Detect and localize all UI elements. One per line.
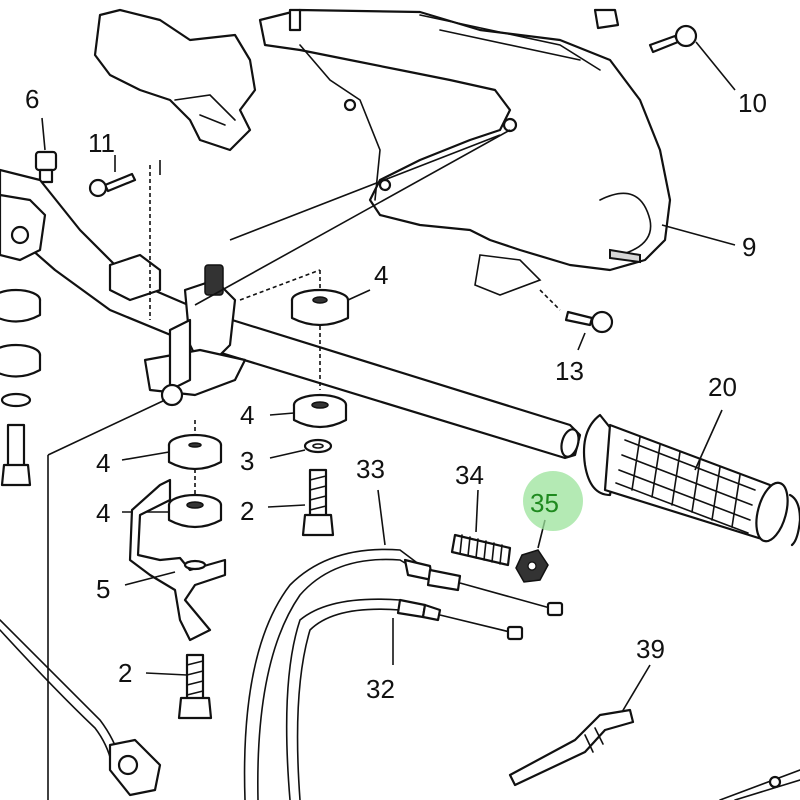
label-part-34: 34	[455, 460, 484, 490]
spring-part-34	[450, 489, 512, 567]
label-part-35: 35	[530, 488, 559, 518]
assembly-leader-lines	[47, 129, 511, 800]
grip-part-20	[582, 409, 800, 547]
upper-bracket-part	[93, 8, 257, 152]
label-part-9: 9	[742, 232, 756, 262]
label-part-4-left-lower: 4	[96, 498, 110, 528]
handle-housing-part-9	[258, 8, 672, 296]
throttle-cables	[243, 489, 564, 800]
label-part-2-center: 2	[240, 496, 254, 526]
grip-texture	[615, 436, 756, 534]
damper-part-4-left	[121, 433, 223, 471]
handlebar	[0, 168, 582, 460]
highlight-marker	[523, 471, 583, 531]
label-part-39: 39	[636, 634, 665, 664]
label-part-4-left: 4	[96, 448, 110, 478]
strap-part-39	[508, 664, 651, 787]
dashed-guides	[149, 165, 561, 500]
left-cable	[0, 619, 162, 797]
bar-clamp-assembly	[108, 253, 247, 407]
screw-part-10	[648, 24, 736, 91]
label-part-3: 3	[240, 446, 254, 476]
bottom-right-fragment	[719, 769, 800, 800]
label-part-13: 13	[555, 356, 584, 386]
bolt-part-2-lower	[145, 653, 213, 720]
washer-part-3	[269, 438, 333, 459]
label-part-4-top: 4	[374, 260, 388, 290]
label-part-5: 5	[96, 574, 110, 604]
label-part-2-lower: 2	[118, 658, 132, 688]
damper-part-4-mid	[269, 393, 348, 429]
label-part-33: 33	[356, 454, 385, 484]
screw-part-13	[564, 310, 614, 351]
label-part-20: 20	[708, 372, 737, 402]
label-part-11: 11	[88, 128, 115, 158]
label-part-10: 10	[738, 88, 767, 118]
label-part-32: 32	[366, 674, 395, 704]
label-leaders	[159, 160, 736, 246]
left-damper-stack	[0, 288, 42, 487]
label-part-6: 6	[25, 84, 39, 114]
cap-part-6	[34, 117, 58, 184]
damper-part-4-left-lower	[122, 493, 223, 529]
screw-part-11	[88, 155, 137, 198]
label-part-4-mid: 4	[240, 400, 254, 430]
damper-part-4-top	[290, 288, 371, 327]
bracket-part-5	[124, 478, 227, 642]
bolt-part-2-center	[267, 468, 335, 537]
nut-part-35	[515, 519, 549, 583]
